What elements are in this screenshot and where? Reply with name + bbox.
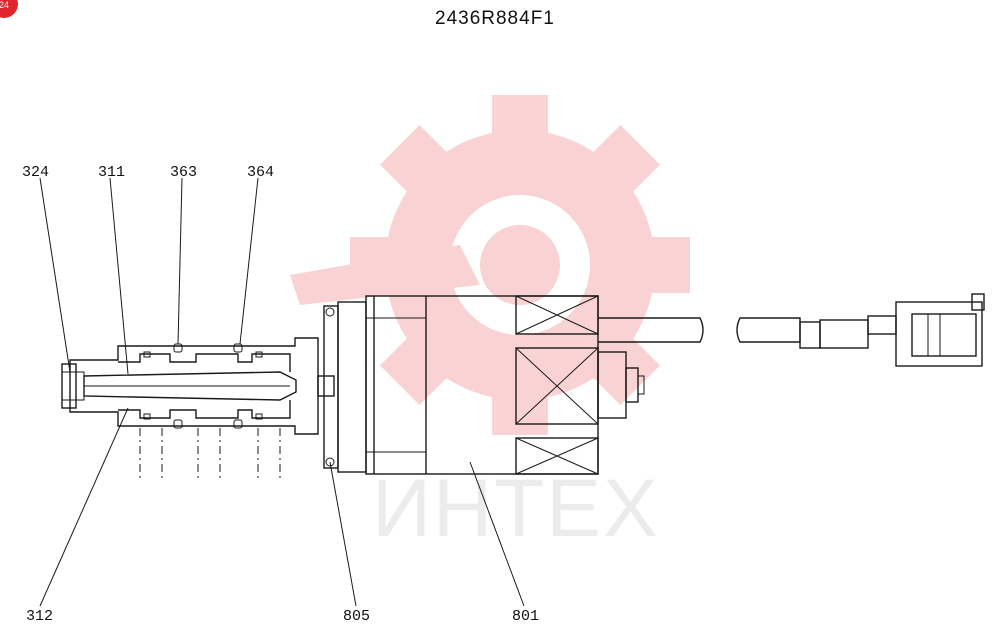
solenoid-body <box>323 295 645 475</box>
corner-badge: 24 <box>0 0 18 18</box>
callout-801: 801 <box>512 608 539 625</box>
callout-364: 364 <box>247 164 274 181</box>
leader-lines <box>39 177 525 607</box>
callout-363: 363 <box>170 164 197 181</box>
watermark-gear-icon: ИНТЕХ <box>290 95 690 554</box>
valve-body <box>61 337 335 482</box>
corner-badge-text: 24 <box>0 0 9 10</box>
callout-805: 805 <box>343 608 370 625</box>
callout-324: 324 <box>22 164 49 181</box>
callout-311: 311 <box>98 164 125 181</box>
cable-connector <box>598 293 985 367</box>
watermark-text: ИНТЕХ <box>372 463 660 554</box>
callout-312: 312 <box>26 608 53 625</box>
diagram-title: 2436R884F1 <box>435 8 555 29</box>
